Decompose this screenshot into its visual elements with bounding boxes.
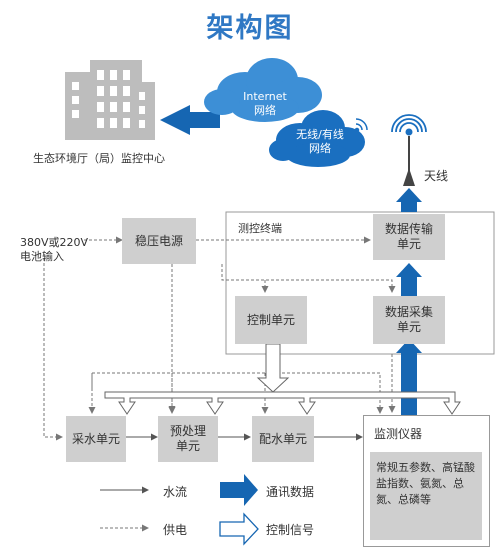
- comm-arrow-to-center: [160, 105, 220, 135]
- water-sampling-unit-box: 采水单元: [66, 416, 126, 462]
- cloud-internet-line2: 网络: [254, 104, 276, 117]
- collect-line2: 单元: [396, 320, 421, 334]
- antenna-label: 天线: [424, 169, 449, 183]
- transmit-line2: 单元: [396, 237, 421, 251]
- wifi-icon: [354, 118, 368, 133]
- cloud-internet-line1: Internet: [243, 90, 287, 103]
- preprocessing-unit-box: 预处理 单元: [158, 416, 218, 462]
- voltage-regulator-box: 稳压电源: [122, 218, 196, 264]
- legend-comm-data-label: 通讯数据: [266, 485, 315, 499]
- power-input-line2: 电池输入: [20, 250, 64, 263]
- data-collection-unit-box: 数据采集 单元: [373, 296, 445, 344]
- building-icon: [65, 60, 155, 140]
- legend-power-label: 供电: [163, 523, 188, 537]
- network-cloud-label: 无线/有线 网络: [285, 128, 355, 156]
- power-input-label: 380V或220V 电池输入: [20, 236, 88, 264]
- monitoring-instrument-frame: 监测仪器 常规五参数、高锰酸盐指数、氨氮、总氮、总磷等: [363, 415, 490, 547]
- legend-control-signal-label: 控制信号: [266, 523, 315, 537]
- collect-line1: 数据采集: [384, 305, 433, 319]
- control-signal-arrows: [104, 343, 461, 415]
- control-unit-box: 控制单元: [235, 296, 307, 344]
- monitoring-center-label: 生态环境厅（局）监控中心: [33, 152, 165, 165]
- antenna-icon: [391, 114, 427, 186]
- data-arrow-collect-to-transmit: [396, 263, 422, 296]
- terminal-label: 测控终端: [238, 222, 282, 235]
- monitoring-parameters: 常规五参数、高锰酸盐指数、氨氮、总氮、总磷等: [370, 452, 482, 540]
- data-arrow-transmit-to-antenna: [396, 188, 422, 212]
- preprocess-line1: 预处理: [169, 424, 206, 438]
- internet-cloud-label: Internet 网络: [235, 90, 295, 118]
- cloud-network-line1: 无线/有线: [296, 128, 344, 141]
- power-input-line1: 380V或220V: [20, 236, 89, 249]
- legend-control-signal-symbol: [219, 512, 259, 546]
- cloud-network-line2: 网络: [309, 142, 331, 155]
- terminal-frame: [225, 211, 495, 355]
- data-transmission-unit-box: 数据传输 单元: [373, 214, 445, 260]
- data-arrow-monitor-to-collect: [396, 339, 422, 415]
- legend-comm-data-symbol: [220, 474, 258, 506]
- cloud-icon: [204, 58, 322, 122]
- page-title: 架构图: [206, 13, 294, 44]
- transmit-line1: 数据传输: [384, 222, 433, 236]
- cloud-icon: [269, 110, 365, 167]
- monitoring-instrument-label: 监测仪器: [374, 427, 423, 441]
- legend-water-flow-label: 水流: [163, 485, 188, 499]
- water-distribution-unit-box: 配水单元: [252, 416, 314, 462]
- preprocess-line2: 单元: [175, 439, 200, 453]
